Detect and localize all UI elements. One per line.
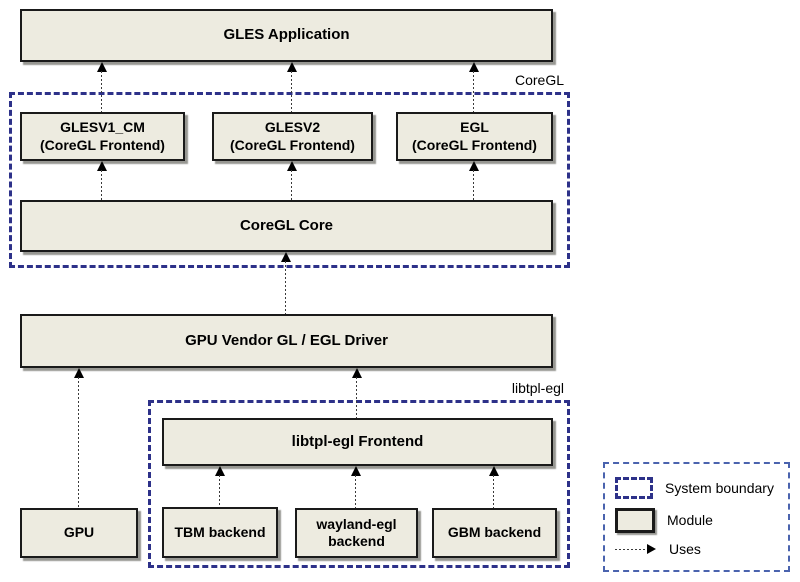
- legend: System boundary Module Uses: [603, 462, 790, 572]
- arrow-shaft: [291, 71, 292, 112]
- coregl-system-boundary: [9, 92, 570, 268]
- arrowhead-up-icon: [281, 252, 291, 262]
- legend-label: Uses: [669, 541, 701, 558]
- module-label: CoreGL Core: [239, 216, 334, 234]
- module-swatch-icon: [615, 507, 655, 533]
- module-glesv2-frontend: GLESV2 (CoreGL Frontend): [212, 112, 373, 161]
- legend-item-system-boundary: System boundary: [615, 476, 778, 499]
- module-wayland-egl-backend: wayland-egl backend: [295, 508, 418, 558]
- arrow-shaft: [493, 475, 494, 508]
- module-gbm-backend: GBM backend: [432, 508, 557, 558]
- uses-arrow-driver-to-core: [281, 252, 291, 314]
- module-egl-frontend: EGL (CoreGL Frontend): [396, 112, 553, 161]
- uses-arrow-glesv1-to-app: [97, 62, 107, 112]
- arrowhead-up-icon: [489, 466, 499, 476]
- arrow-shaft: [473, 71, 474, 112]
- arrowhead-up-icon: [351, 466, 361, 476]
- arrowhead-up-icon: [287, 161, 297, 171]
- libtpl-egl-system-boundary: [148, 400, 570, 568]
- uses-arrow-gpu-to-driver: [74, 368, 84, 508]
- arrowhead-up-icon: [352, 368, 362, 378]
- libtpl-egl-boundary-label: libtpl-egl: [511, 380, 564, 396]
- arrow-shaft: [101, 71, 102, 112]
- module-label: GBM backend: [447, 524, 542, 541]
- system-boundary-swatch-icon: [615, 476, 653, 499]
- arrow-shaft: [355, 475, 356, 508]
- module-label: wayland-egl backend: [316, 515, 397, 550]
- uses-arrow-tbm-to-frontend: [215, 466, 225, 507]
- arrowhead-up-icon: [469, 62, 479, 72]
- uses-arrow-core-to-glesv2: [287, 161, 297, 200]
- legend-label: System boundary: [665, 479, 774, 496]
- uses-arrow-gbm-to-frontend: [489, 466, 499, 508]
- module-gpu-vendor-driver: GPU Vendor GL / EGL Driver: [20, 314, 553, 368]
- arrowhead-right-icon: [647, 544, 656, 555]
- module-gpu: GPU: [20, 508, 138, 558]
- module-gles-application: GLES Application: [20, 9, 553, 62]
- arrow-shaft: [356, 377, 357, 418]
- arrowhead-up-icon: [287, 62, 297, 72]
- module-label: GLES Application: [223, 26, 350, 44]
- module-label: libtpl-egl Frontend: [291, 432, 424, 450]
- module-label: GPU: [63, 524, 95, 541]
- arrowhead-up-icon: [215, 466, 225, 476]
- legend-label: Module: [667, 512, 713, 528]
- uses-arrow-egl-to-app: [469, 62, 479, 112]
- arrow-shaft: [78, 377, 79, 508]
- arrow-shaft: [291, 170, 292, 200]
- uses-arrow-core-to-egl: [469, 161, 479, 200]
- arrowhead-up-icon: [469, 161, 479, 171]
- module-label: EGL (CoreGL Frontend): [412, 119, 537, 153]
- uses-arrow-libtpl-to-driver: [352, 368, 362, 418]
- arrow-shaft: [219, 475, 220, 507]
- arrow-shaft: [473, 170, 474, 200]
- module-tbm-backend: TBM backend: [162, 507, 278, 558]
- arrow-shaft: [285, 261, 286, 314]
- uses-arrow-glesv2-to-app: [287, 62, 297, 112]
- arrowhead-up-icon: [97, 161, 107, 171]
- coregl-boundary-label: CoreGL: [514, 72, 564, 88]
- arrow-shaft: [615, 548, 647, 550]
- uses-arrow-core-to-glesv1: [97, 161, 107, 200]
- arrow-shaft: [101, 170, 102, 200]
- legend-item-uses: Uses: [615, 541, 778, 557]
- module-label: GPU Vendor GL / EGL Driver: [185, 331, 388, 349]
- module-glesv1-cm-frontend: GLESV1_CM (CoreGL Frontend): [20, 112, 185, 161]
- module-libtpl-egl-frontend: libtpl-egl Frontend: [162, 418, 553, 466]
- module-label: TBM backend: [174, 523, 266, 540]
- arrowhead-up-icon: [97, 62, 107, 72]
- module-coregl-core: CoreGL Core: [20, 200, 553, 252]
- legend-item-module: Module: [615, 507, 778, 533]
- uses-arrow-swatch-icon: [615, 544, 657, 555]
- arrowhead-up-icon: [74, 368, 84, 378]
- uses-arrow-wayland-to-frontend: [351, 466, 361, 508]
- module-label: GLESV2 (CoreGL Frontend): [230, 119, 355, 153]
- module-label: GLESV1_CM (CoreGL Frontend): [40, 119, 165, 153]
